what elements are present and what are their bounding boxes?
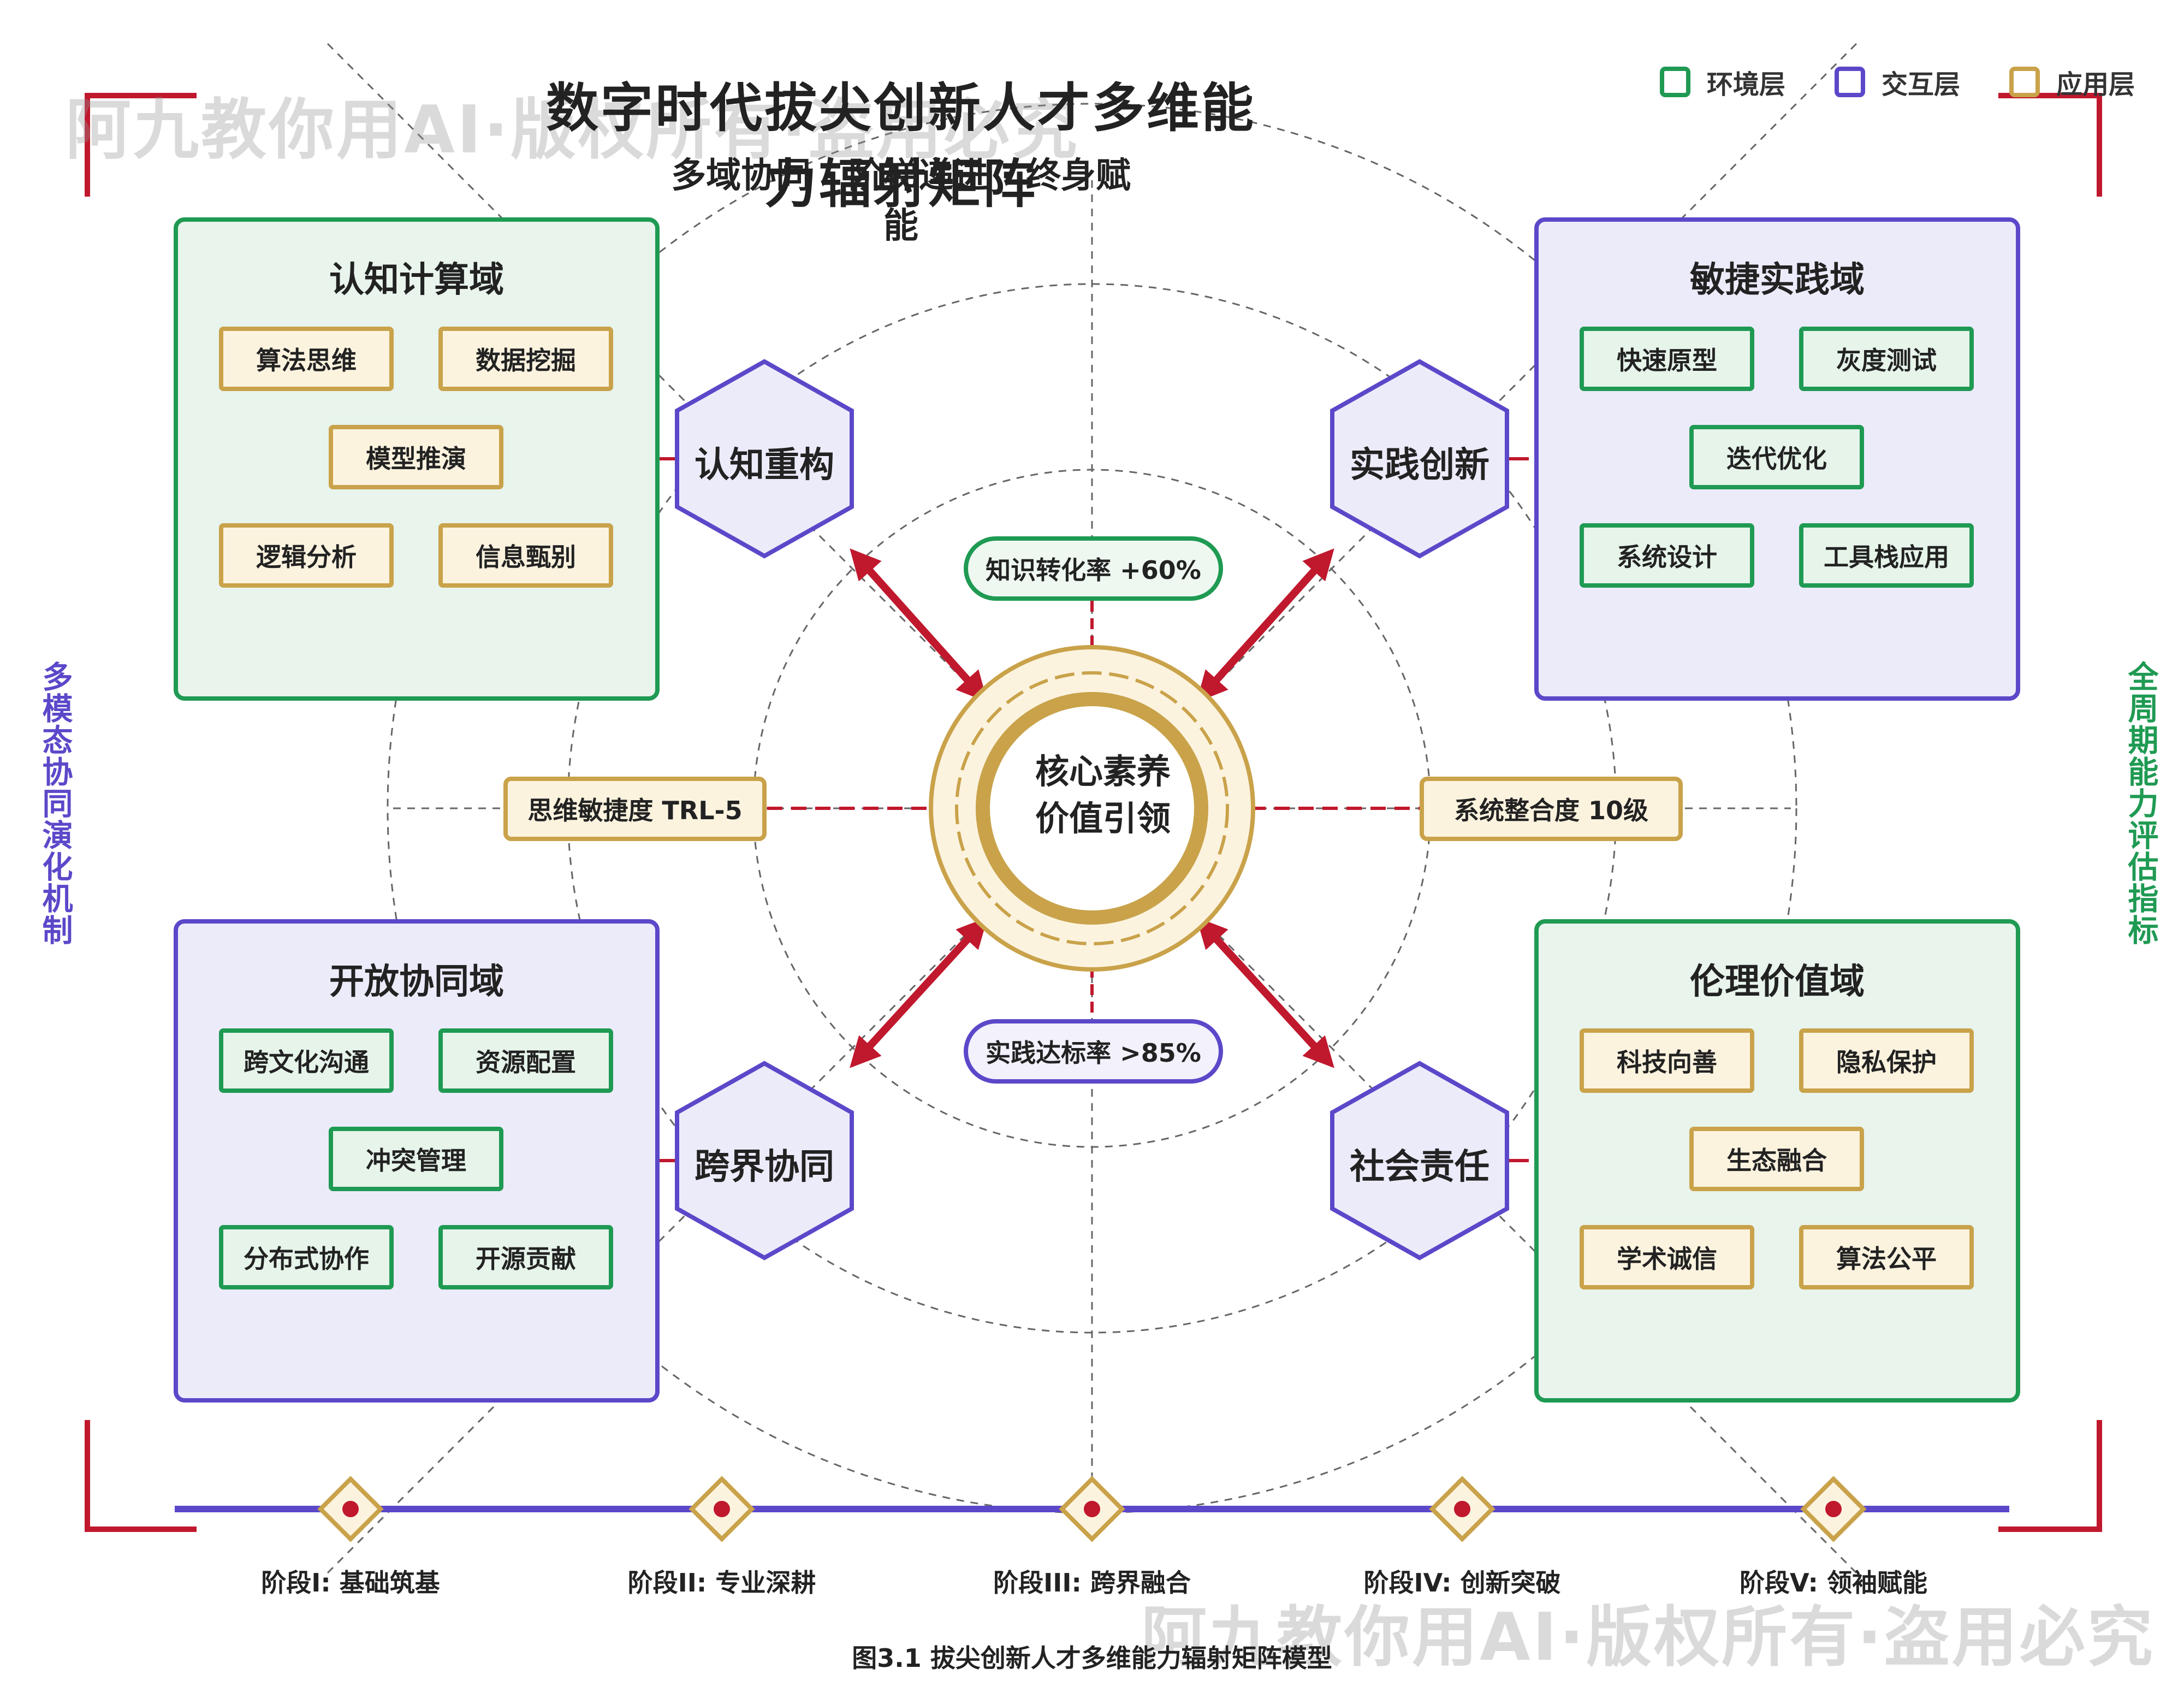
skill-chip: 学术诚信 bbox=[1580, 1225, 1754, 1289]
skill-chip: 工具栈应用 bbox=[1799, 523, 1974, 588]
hexagon-bottom-right bbox=[1330, 1061, 1509, 1261]
skill-chip: 系统设计 bbox=[1580, 523, 1754, 588]
stage-label: 阶段III: 跨界融合 bbox=[993, 1568, 1191, 1597]
skill-chip: 快速原型 bbox=[1580, 327, 1754, 391]
core-ring-dashed bbox=[955, 671, 1229, 945]
timeline-milestone-dot bbox=[1454, 1501, 1470, 1517]
arrow-se bbox=[1196, 917, 1334, 1068]
domain-cognitive: 认知计算域 算法思维 数据挖掘 模型推演 逻辑分析 信息甄别 bbox=[174, 217, 660, 701]
core-label-line1: 核心素养 bbox=[1035, 752, 1171, 791]
skill-chip: 隐私保护 bbox=[1799, 1028, 1974, 1093]
corner-bracket-bl bbox=[85, 1420, 197, 1532]
domain-title-open: 开放协同域 bbox=[329, 962, 504, 1002]
skill-chip: 信息甄别 bbox=[438, 523, 613, 588]
core-label-line2: 价值引领 bbox=[1035, 798, 1171, 838]
skill-chip: 科技向善 bbox=[1580, 1028, 1754, 1093]
skill-chip: 算法思维 bbox=[219, 327, 394, 391]
metric-practice-compliance: 实践达标率 >85% bbox=[964, 1019, 1223, 1084]
core-label: 核心素养 价值引领 bbox=[1021, 748, 1185, 842]
timeline-milestone-dot bbox=[714, 1501, 730, 1517]
timeline-milestone-dot bbox=[1825, 1501, 1842, 1517]
stage-label: 阶段I: 基础筑基 bbox=[261, 1568, 440, 1597]
skill-chip: 逻辑分析 bbox=[219, 523, 394, 588]
domain-title-cognitive: 认知计算域 bbox=[329, 260, 504, 300]
figure-caption: 图3.1 拔尖创新人才多维能力辐射矩阵模型 bbox=[852, 1643, 1332, 1673]
skill-chip: 算法公平 bbox=[1799, 1225, 1974, 1289]
timeline-milestone-dot bbox=[342, 1501, 359, 1517]
legend-label-interaction: 交互层 bbox=[1882, 69, 1961, 100]
domain-title-agile: 敏捷实践域 bbox=[1690, 260, 1865, 300]
arrow-sw bbox=[850, 917, 988, 1068]
timeline-milestones bbox=[317, 1476, 1867, 1542]
corner-bracket-br bbox=[1998, 1420, 2102, 1532]
skill-chip: 迭代优化 bbox=[1689, 425, 1864, 489]
legend-label-environment: 环境层 bbox=[1707, 69, 1786, 100]
domain-agile: 敏捷实践域 快速原型 灰度测试 迭代优化 系统设计 工具栈应用 bbox=[1534, 217, 2020, 701]
arrow-ne bbox=[1196, 548, 1334, 702]
timeline-milestone-dot bbox=[1084, 1501, 1100, 1517]
skill-chip: 生态融合 bbox=[1689, 1127, 1864, 1191]
legend-swatch-gold bbox=[2009, 67, 2040, 97]
skill-chip: 数据挖掘 bbox=[438, 327, 613, 391]
skill-chip: 灰度测试 bbox=[1799, 327, 1974, 391]
skill-chip: 分布式协作 bbox=[219, 1225, 394, 1289]
domain-title-ethics: 伦理价值域 bbox=[1690, 962, 1865, 1002]
side-label-left: 多模态协同演化机制 bbox=[37, 661, 73, 946]
hexagon-bottom-left bbox=[675, 1061, 854, 1261]
skill-chip: 资源配置 bbox=[438, 1028, 613, 1093]
skill-chip: 冲突管理 bbox=[329, 1127, 503, 1191]
metric-thinking-agility: 思维敏捷度 TRL-5 bbox=[503, 777, 767, 841]
domain-open: 开放协同域 跨文化沟通 资源配置 冲突管理 分布式协作 开源贡献 bbox=[174, 919, 660, 1403]
watermark-top: 阿九教你用AI·版权所有·盗用必究 bbox=[66, 92, 1079, 168]
hexagon-top-left bbox=[675, 359, 854, 559]
legend-application: 应用层 bbox=[2009, 63, 2135, 101]
watermark-bottom: 阿九教你用AI·版权所有·盗用必究 bbox=[1141, 1600, 2155, 1676]
corner-bracket-tl bbox=[85, 93, 197, 197]
metric-knowledge-conversion: 知识转化率 +60% bbox=[964, 536, 1223, 601]
hexagon-label-social-responsibility: 社会责任 bbox=[1350, 1147, 1489, 1187]
hexagon-label-practice-innovation: 实践创新 bbox=[1350, 445, 1489, 486]
domain-ethics: 伦理价值域 科技向善 隐私保护 生态融合 学术诚信 算法公平 bbox=[1534, 919, 2020, 1403]
stage-label: 阶段II: 专业深耕 bbox=[627, 1568, 816, 1597]
hexagon-label-cross-collaboration: 跨界协同 bbox=[695, 1147, 834, 1187]
page-subtitle: 多域协同 · 阶梯递进 · 终身赋能 bbox=[671, 156, 1131, 246]
legend-label-application: 应用层 bbox=[2056, 69, 2135, 100]
legend-swatch-purple bbox=[1835, 67, 1865, 97]
orbit-ring-outer bbox=[387, 103, 1797, 1514]
core-ring-inner bbox=[976, 692, 1208, 925]
skill-chip: 开源贡献 bbox=[438, 1225, 613, 1289]
hexagon-label-cognitive-restructure: 认知重构 bbox=[695, 445, 834, 486]
hexagon-top-right bbox=[1330, 359, 1509, 559]
legend-interaction: 交互层 bbox=[1835, 63, 1960, 101]
corner-bracket-tr bbox=[1998, 93, 2102, 197]
legend-swatch-green bbox=[1660, 67, 1690, 97]
skill-chip: 模型推演 bbox=[329, 425, 503, 489]
metric-system-integration: 系统整合度 10级 bbox=[1420, 777, 1683, 841]
side-label-right: 全周期能力评估指标 bbox=[2123, 661, 2158, 946]
stage-label: 阶段IV: 创新突破 bbox=[1363, 1568, 1561, 1597]
stage-label: 阶段V: 领袖赋能 bbox=[1740, 1568, 1927, 1597]
page-title: 数字时代拔尖创新人才多维能力辐射矩阵 bbox=[546, 78, 1256, 215]
legend-environment: 环境层 bbox=[1660, 63, 1785, 101]
skill-chip: 跨文化沟通 bbox=[219, 1028, 394, 1093]
arrow-nw bbox=[850, 548, 988, 702]
